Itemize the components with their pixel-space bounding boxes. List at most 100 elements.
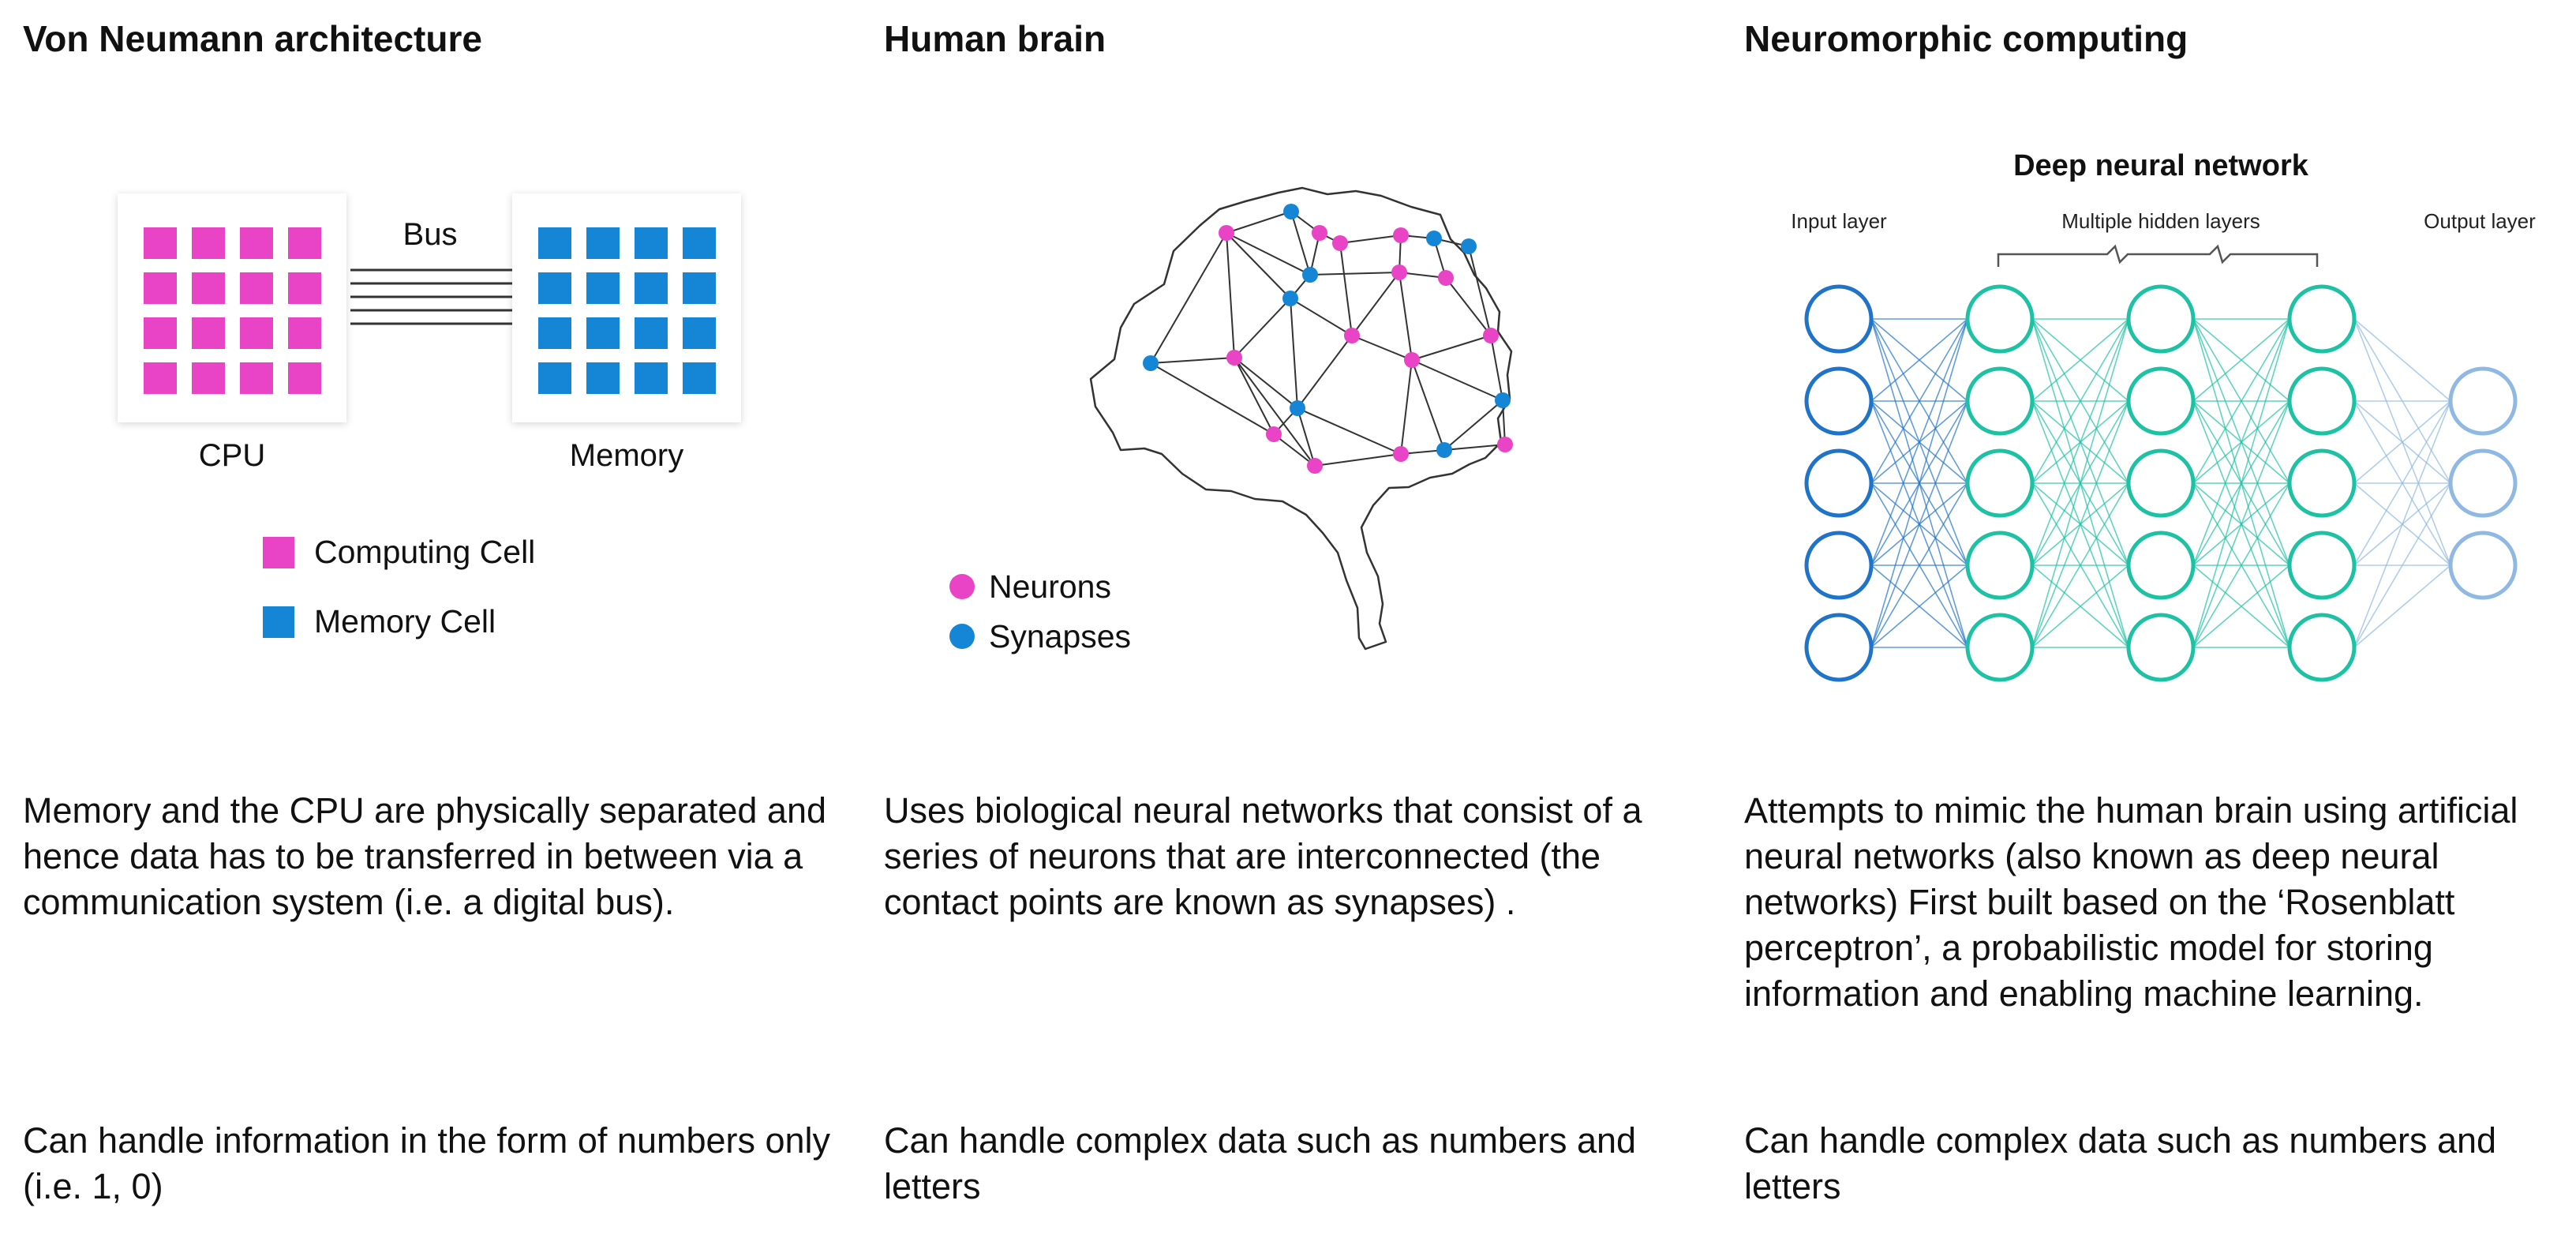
nn-connection xyxy=(1870,482,1968,648)
human-brain-heading: Human brain xyxy=(884,18,1106,59)
hidden-node xyxy=(2287,284,2357,354)
nn-connection xyxy=(1870,318,1968,566)
neuron-node xyxy=(1404,352,1420,368)
computing-cell xyxy=(192,272,225,304)
memory-cell xyxy=(538,227,571,259)
von-neumann-diagram: Bus CPU Memory Computing Cell Memory Cel… xyxy=(118,193,741,640)
brain-connection xyxy=(1339,242,1353,336)
von-neumann-description: Memory and the CPU are physically separa… xyxy=(23,790,827,922)
synapse-node xyxy=(1143,355,1159,371)
memory-cell xyxy=(635,272,668,304)
hidden-node xyxy=(1965,366,2035,436)
neurons-legend-label: Neurons xyxy=(989,568,1111,605)
brain-connection xyxy=(1234,298,1291,358)
memory-cell xyxy=(635,362,668,394)
hidden-node xyxy=(2287,366,2357,436)
computing-cell xyxy=(144,272,177,304)
brain-connection xyxy=(1150,362,1275,435)
memory-cell xyxy=(538,272,571,304)
von-neumann-column: Von Neumann architecture Bus CPU Memory … xyxy=(23,0,859,1249)
brain-connection xyxy=(1234,357,1316,467)
brain-connection xyxy=(1309,272,1400,276)
human-brain-description: Uses biological neural networks that con… xyxy=(884,790,1642,922)
nn-connection xyxy=(2192,318,2290,648)
synapse-node xyxy=(1290,400,1305,416)
brain-diagram: Neurons Synapses xyxy=(949,186,1513,655)
memory-cell xyxy=(635,227,668,259)
neuron-node xyxy=(1393,446,1409,462)
nn-connection xyxy=(1870,564,1968,648)
brain-connection xyxy=(1411,359,1445,451)
memory-cell xyxy=(635,317,668,349)
nn-connection xyxy=(2353,482,2451,648)
brain-connection xyxy=(1351,272,1400,336)
neurons-legend-swatch xyxy=(949,574,975,599)
nn-connection xyxy=(2192,400,2290,648)
computing-cell xyxy=(288,272,321,304)
deep-neural-network-diagram: Deep neural network Input layer Multiple… xyxy=(1791,149,2536,682)
hidden-node xyxy=(2126,448,2196,518)
nn-connection xyxy=(2031,482,2129,648)
memory-cell xyxy=(586,272,620,304)
memory-cell xyxy=(538,362,571,394)
von-neumann-heading: Von Neumann architecture xyxy=(23,18,482,59)
neuron-node xyxy=(1307,458,1323,474)
brain-connection xyxy=(1234,357,1298,409)
computing-cell xyxy=(192,317,225,349)
input-node xyxy=(1804,448,1874,518)
output-node xyxy=(2448,366,2518,436)
memory-cell xyxy=(683,227,716,259)
output-node xyxy=(2448,531,2518,600)
memory-cell xyxy=(683,272,716,304)
nn-connection xyxy=(2192,318,2290,402)
input-node xyxy=(1804,613,1874,682)
synapse-node xyxy=(1436,442,1452,458)
brain-connection xyxy=(1314,453,1402,467)
brain-connection xyxy=(1273,433,1316,467)
hidden-node xyxy=(2126,613,2196,682)
cpu-cell-grid xyxy=(144,227,321,394)
computing-cell xyxy=(192,362,225,394)
neuromorphic-heading: Neuromorphic computing xyxy=(1744,18,2188,59)
hidden-node xyxy=(2287,448,2357,518)
neuron-node xyxy=(1219,225,1234,241)
computing-cell-legend-label: Computing Cell xyxy=(314,534,535,570)
brain-connection xyxy=(1443,399,1503,451)
brain-connection xyxy=(1468,246,1492,336)
nn-connection xyxy=(2031,318,2129,484)
computing-cell xyxy=(144,227,177,259)
brain-connection xyxy=(1297,407,1402,455)
brain-connection xyxy=(1150,357,1235,364)
synapses-legend-swatch xyxy=(949,624,975,649)
neuron-node xyxy=(1312,225,1327,241)
computing-cell-legend-swatch xyxy=(263,537,294,568)
computing-cell xyxy=(240,362,273,394)
nn-connection xyxy=(2031,318,2129,648)
bus-lines xyxy=(350,268,512,325)
nn-connection xyxy=(2353,400,2451,566)
nn-connection xyxy=(1870,318,1968,402)
input-layer-label: Input layer xyxy=(1791,209,1887,233)
nn-connection xyxy=(2031,318,2129,402)
brain-connection xyxy=(1226,232,1235,358)
computing-cell xyxy=(240,227,273,259)
nn-connection xyxy=(2192,564,2290,648)
synapses-legend-label: Synapses xyxy=(989,618,1131,655)
input-node xyxy=(1804,531,1874,600)
nn-connection xyxy=(2031,318,2129,566)
dnn-title: Deep neural network xyxy=(2013,149,2309,182)
memory-cell xyxy=(683,317,716,349)
brain-nodes xyxy=(1143,204,1513,474)
output-node xyxy=(2448,448,2518,518)
bus-label: Bus xyxy=(403,217,458,252)
memory-cell-legend-label: Memory Cell xyxy=(314,603,496,640)
brain-connection xyxy=(1339,234,1402,244)
nn-nodes xyxy=(1804,284,2518,682)
nn-connection xyxy=(2031,400,2129,648)
nn-connection xyxy=(2353,400,2451,648)
hidden-node xyxy=(2126,531,2196,600)
memory-label: Memory xyxy=(570,438,683,473)
neuron-node xyxy=(1497,437,1513,452)
synapse-node xyxy=(1426,231,1442,246)
synapse-node xyxy=(1461,238,1477,254)
